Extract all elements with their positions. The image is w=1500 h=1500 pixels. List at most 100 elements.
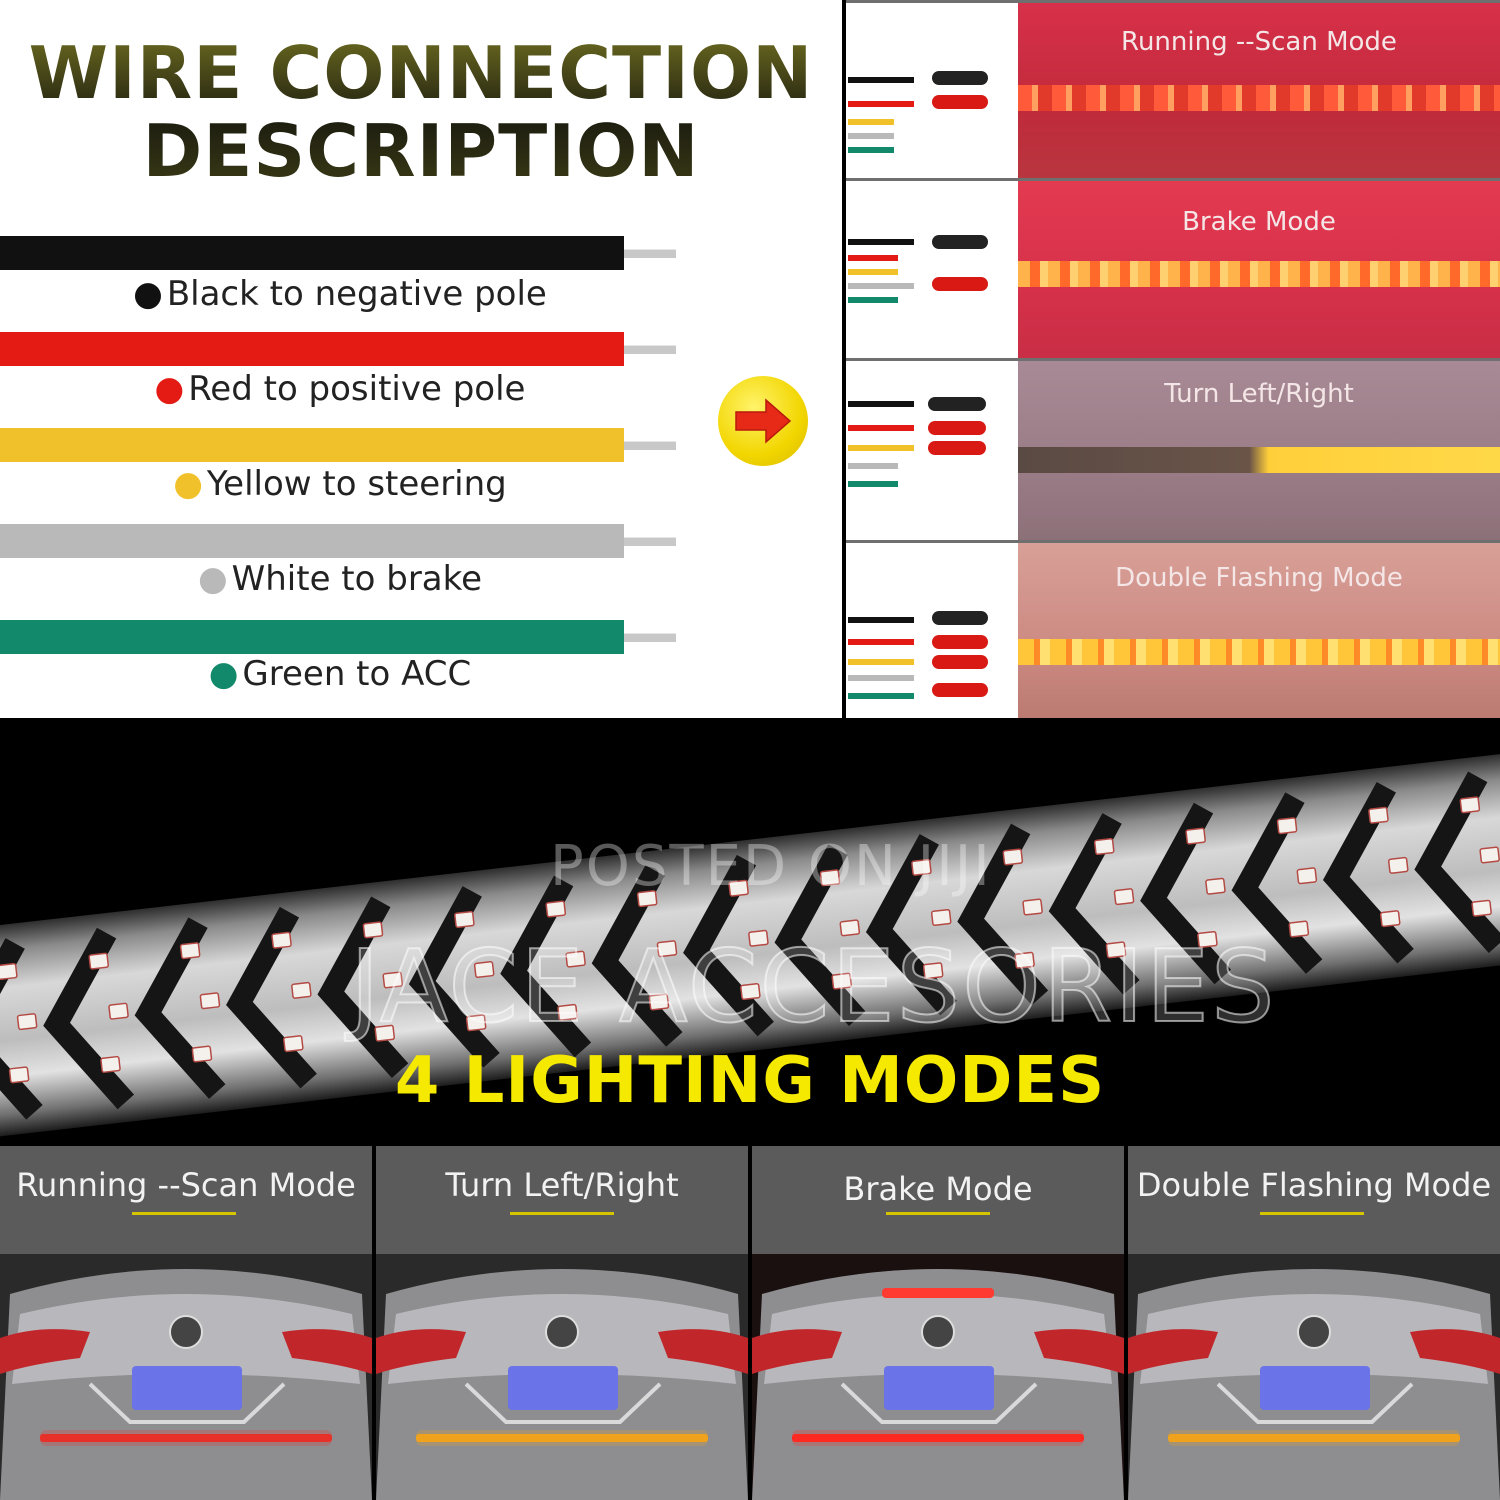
led-chip (1276, 817, 1298, 835)
license-plate (1260, 1366, 1370, 1410)
third-brake-light (882, 1288, 994, 1298)
yellow-wire-tip (624, 441, 676, 450)
led-tailgate-strip (40, 1434, 332, 1442)
led-chip (199, 992, 221, 1010)
chrome-trim (840, 1382, 1038, 1424)
car-photo-brake (752, 1254, 1124, 1500)
watermark-posted: POSTED ON JIJI (550, 834, 992, 899)
led-chip (545, 900, 567, 918)
led-chip (1197, 930, 1218, 948)
led-chip (740, 983, 761, 1001)
chevron-pattern (0, 771, 1500, 1120)
led-chip (831, 972, 853, 990)
led-chip (283, 1035, 304, 1053)
led-chip (1002, 848, 1024, 866)
car-title-double-flash: Double Flashing Mode (1136, 1166, 1492, 1204)
wire-clips-double-flash (846, 543, 1018, 718)
yellow-dot: ● (173, 464, 203, 504)
led-chip (1185, 827, 1206, 845)
watermark-shop: JACE ACCESORIES (349, 927, 1277, 1046)
license-plate (508, 1366, 618, 1410)
led-chip (930, 908, 952, 926)
led-chip (1479, 846, 1500, 864)
mode-row-double-flash: Double Flashing Mode (846, 540, 1500, 718)
brake-title: Brake Mode (1182, 207, 1336, 237)
led-chip (565, 950, 586, 968)
car-emblem (1297, 1315, 1331, 1349)
car-emblem (169, 1315, 203, 1349)
brake-demo: Brake Mode (1018, 181, 1500, 360)
red-wire-label: ●Red to positive pole (154, 369, 526, 409)
mode-demo-panel: Running --Scan Mode Brake Mode (846, 0, 1500, 718)
red-dot: ● (154, 369, 185, 409)
led-chip (1105, 941, 1127, 959)
led-chip (454, 910, 475, 928)
led-chip (473, 961, 495, 979)
led-tailgate-strip (792, 1434, 1084, 1442)
car-panel-double-flash: Double Flashing Mode (1128, 1146, 1500, 1500)
left-tail-light (752, 1329, 842, 1374)
led-chip (1093, 838, 1115, 856)
led-chip (636, 890, 658, 908)
led-chip (656, 940, 678, 958)
chevron-mark (0, 938, 43, 1120)
led-chip (839, 919, 861, 937)
white-wire-tip (624, 537, 676, 546)
chrome-trim (88, 1382, 286, 1424)
right-tail-light (1034, 1329, 1124, 1374)
green-wire-label: ●Green to ACC (208, 654, 472, 694)
yellow-wire-label: ●Yellow to steering (173, 464, 507, 504)
left-tail-light (0, 1329, 90, 1374)
red-wire (0, 332, 624, 366)
title-line-2: DESCRIPTION (142, 109, 700, 193)
led-chip (1379, 910, 1401, 928)
license-plate (132, 1366, 242, 1410)
white-wire (0, 524, 624, 558)
running-led-strip (1018, 85, 1500, 111)
led-chip (362, 921, 384, 939)
double-flash-title: Double Flashing Mode (1115, 563, 1403, 593)
right-arrow-icon (718, 376, 808, 466)
led-tailgate-strip (1168, 1434, 1460, 1442)
car-title-turn: Turn Left/Right (445, 1166, 679, 1204)
lighting-modes-heading: 4 LIGHTING MODES (394, 1044, 1106, 1118)
green-wire (0, 620, 624, 654)
green-wire-tip (624, 633, 676, 642)
black-wire (0, 236, 624, 270)
led-chip (648, 993, 670, 1011)
right-tail-light (1410, 1329, 1500, 1374)
led-chip (1368, 806, 1389, 824)
chevron-mark (1322, 781, 1414, 964)
led-chip (0, 963, 18, 981)
left-tail-light (376, 1329, 466, 1374)
mode-row-turn: Turn Left/Right (846, 358, 1500, 542)
car-photo-double-flash (1128, 1254, 1500, 1500)
car-photo-running-scan (0, 1254, 372, 1500)
wire-clips-running (846, 3, 1018, 180)
led-chip (911, 858, 932, 876)
led-chip (1459, 796, 1481, 814)
black-wire-label: ●Black to negative pole (133, 274, 547, 314)
led-chip (191, 1045, 213, 1063)
led-strip-glow (1168, 1430, 1460, 1446)
led-chip (100, 1055, 121, 1073)
running-scan-title: Running --Scan Mode (1121, 27, 1397, 57)
turn-title: Turn Left/Right (1164, 379, 1354, 409)
car-title-brake: Brake Mode (843, 1170, 1033, 1208)
led-chip (1471, 899, 1492, 917)
led-chip (465, 1014, 487, 1032)
led-strip-glow (416, 1430, 708, 1446)
led-strip-glow (792, 1430, 1084, 1446)
led-chip (748, 929, 769, 947)
led-chip (88, 952, 110, 970)
led-chip (271, 931, 292, 949)
led-chip (557, 1003, 578, 1021)
wire-connection-title: WIRE CONNECTION DESCRIPTION (0, 34, 842, 190)
led-chip (922, 962, 944, 980)
led-bar-section: POSTED ON JIJI JACE ACCESORIES 4 LIGHTIN… (0, 718, 1500, 1146)
car-emblem (545, 1315, 579, 1349)
black-dot: ● (133, 274, 163, 314)
yellow-wire (0, 428, 624, 462)
double-flash-demo: Double Flashing Mode (1018, 543, 1500, 718)
led-chip (1387, 856, 1409, 874)
